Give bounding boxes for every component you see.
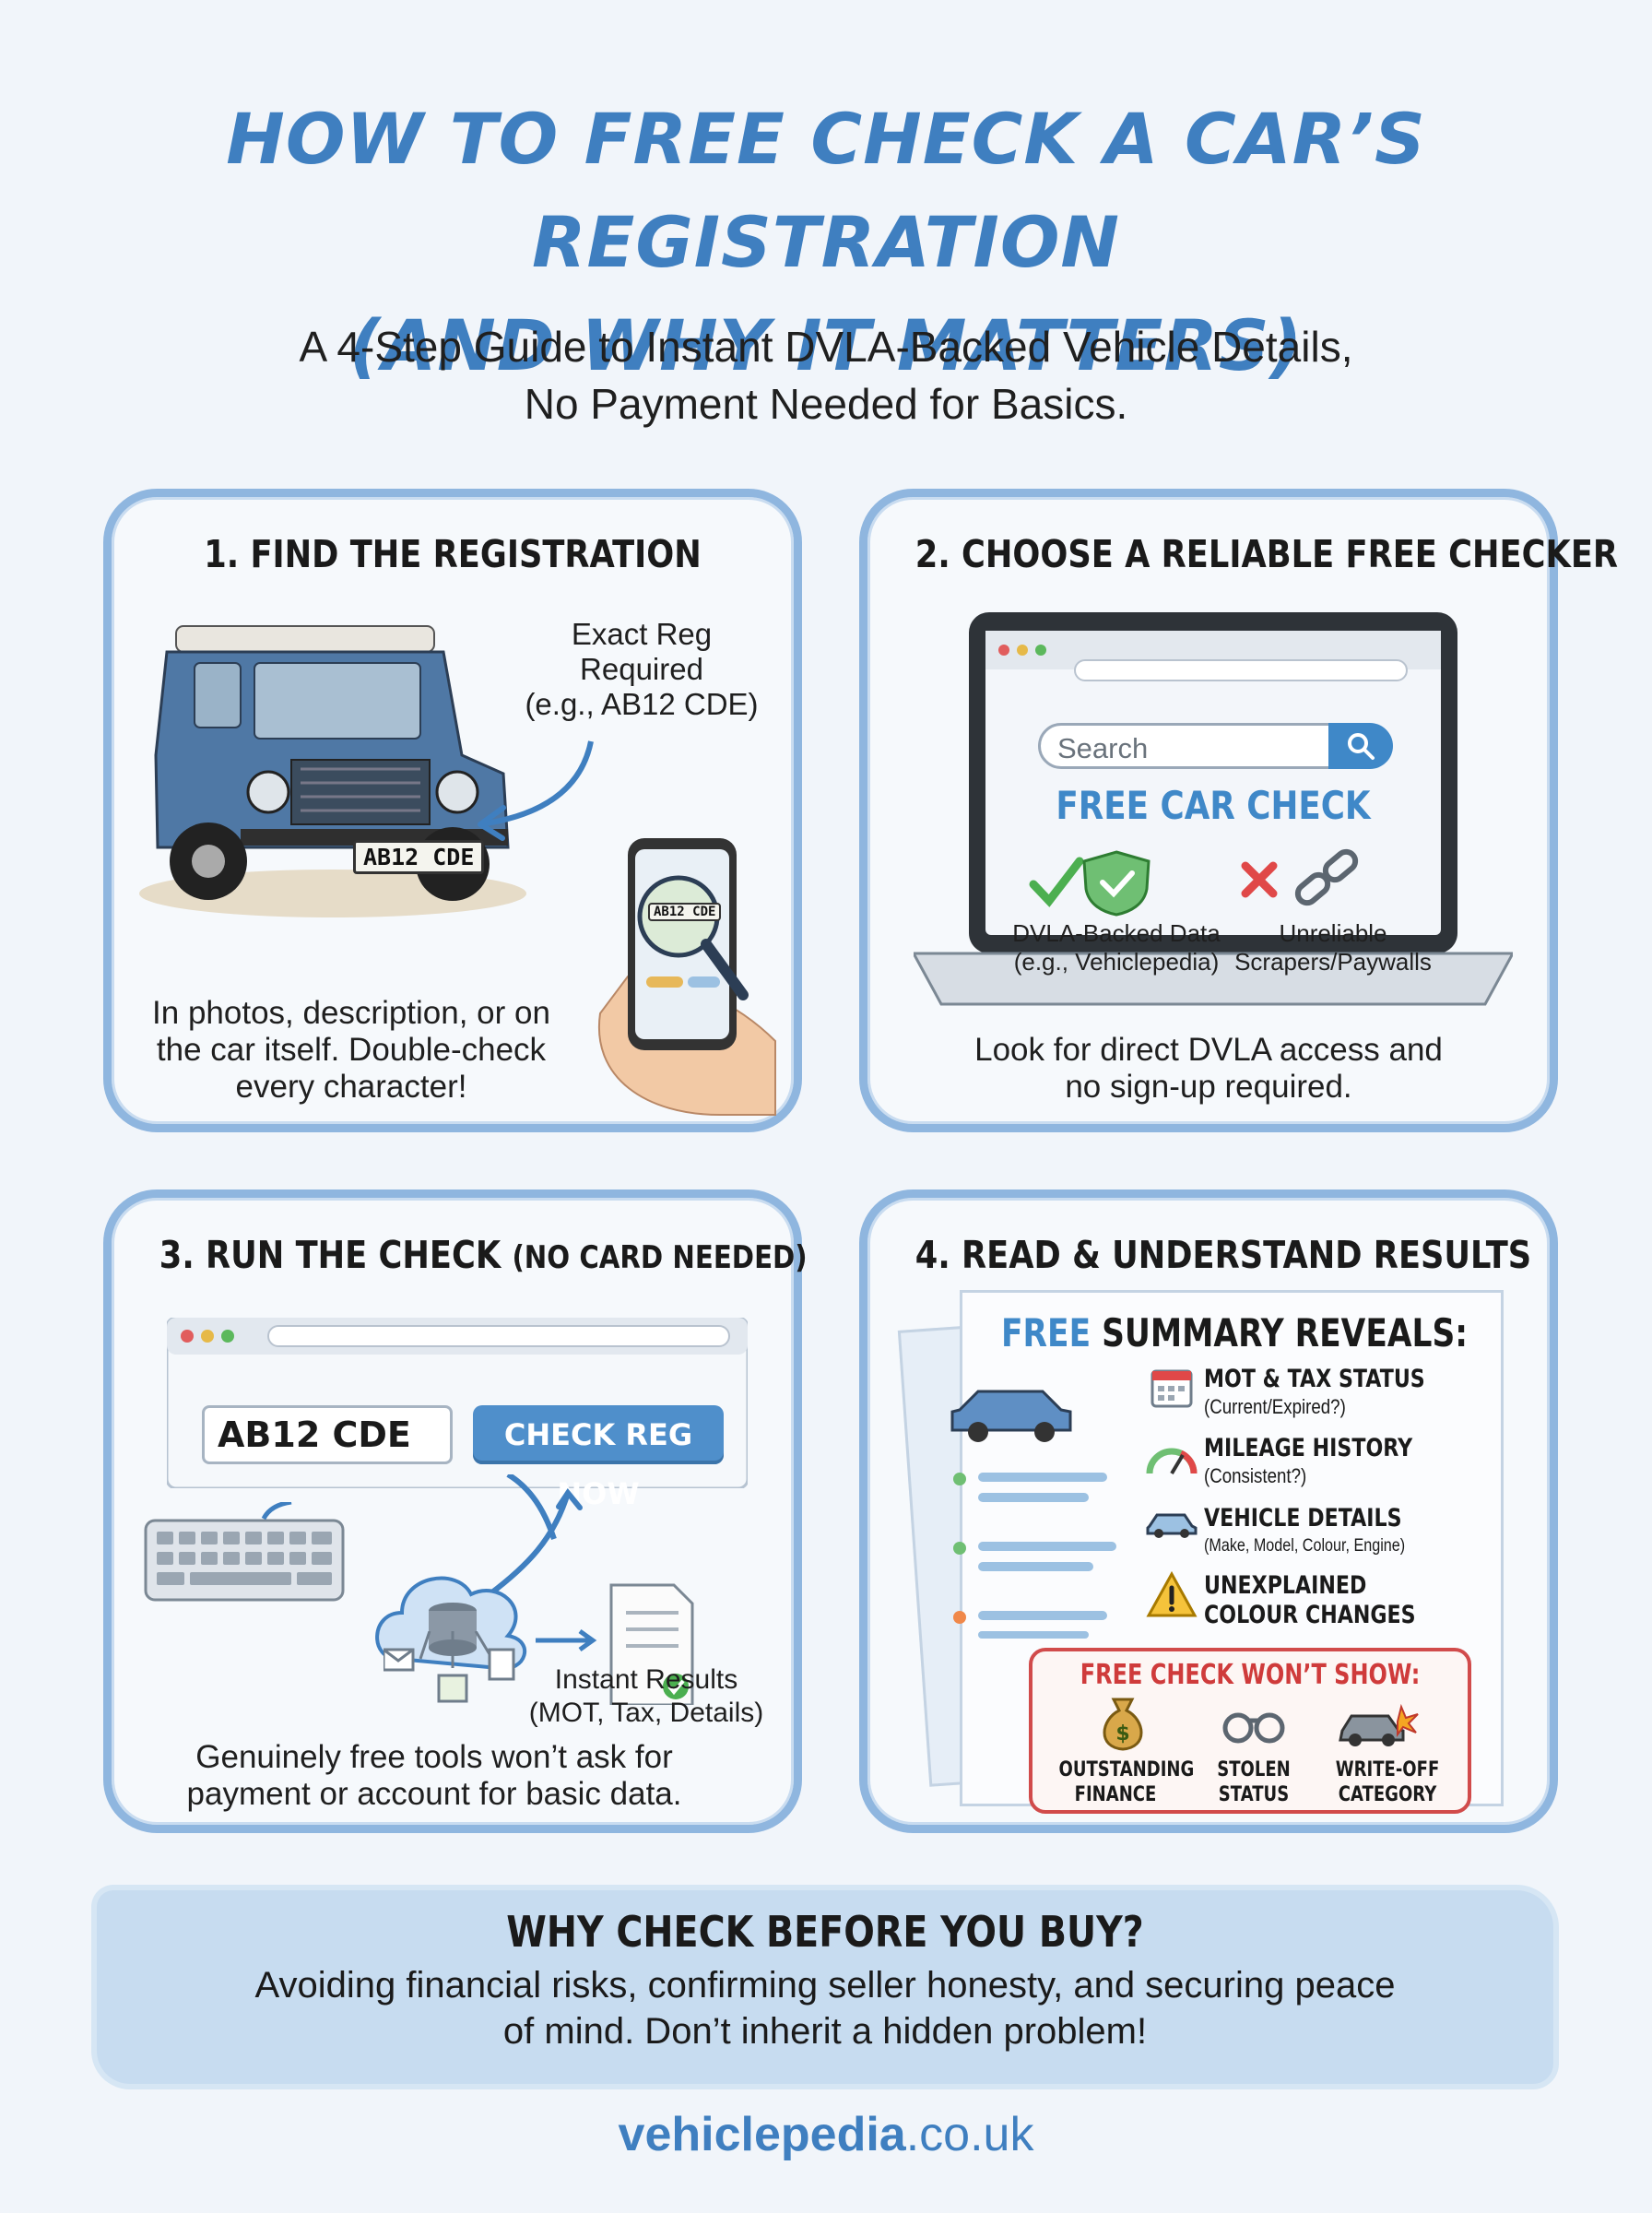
good-line-1: DVLA-Backed Data [1012, 919, 1221, 947]
warning-icon [1146, 1571, 1198, 1617]
wont-finance: OUTSTANDING FINANCE [1058, 1757, 1195, 1807]
step-2-title: 2. CHOOSE A RELIABLE FREE CHECKER [914, 532, 1619, 576]
step-3-title: 3. RUN THE CHECK (NO CARD NEEDED) [159, 1233, 808, 1277]
file-types-icon [384, 1631, 515, 1703]
registration-input[interactable]: AB12 CDE [202, 1405, 453, 1464]
bad-line-2: Scrapers/Paywalls [1234, 948, 1432, 976]
note-line-3: (e.g., AB12 CDE) [525, 687, 759, 721]
caption-line-3: every character! [235, 1069, 467, 1105]
item-title-mileage: MILEAGE HISTORY [1204, 1434, 1413, 1462]
dvla-backed-label: DVLA-Backed Data (e.g., Vehiclepedia) [997, 919, 1236, 976]
svg-text:$: $ [1115, 1722, 1129, 1746]
calendar-icon [1150, 1369, 1193, 1408]
note-line-1: Exact Reg [571, 617, 713, 651]
good-line-2: (e.g., Vehiclepedia) [1013, 948, 1220, 976]
why-check-banner: WHY CHECK BEFORE YOU BUY? Avoiding finan… [97, 1890, 1553, 2084]
money-bag-icon: $ [1103, 1698, 1143, 1751]
step-4-title: 4. READ & UNDERSTAND RESULTS [914, 1233, 1532, 1277]
car-icon [1146, 1513, 1198, 1538]
phone-magnifier-illustration [597, 838, 776, 1116]
wont-show-box: FREE CHECK WON’T SHOW: $ OUTSTANDING FIN… [1029, 1648, 1471, 1814]
step-2-caption: Look for direct DVLA access and no sign-… [923, 1032, 1494, 1106]
finance-line-2: FINANCE [1074, 1783, 1157, 1806]
summary-free: FREE [1001, 1310, 1092, 1355]
summary-lines-illustration [950, 1390, 1116, 1639]
step-3-title-main: 3. RUN THE CHECK [159, 1233, 513, 1277]
write-off-line-2: CATEGORY [1338, 1783, 1437, 1806]
caption-line-2: payment or account for basic data. [186, 1776, 682, 1812]
caption-line-2: no sign-up required. [1065, 1069, 1352, 1105]
banner-title: WHY CHECK BEFORE YOU BUY? [506, 1907, 1144, 1957]
pointer-arrow-icon [478, 740, 594, 841]
wont-show-title: FREE CHECK WON’T SHOW: [1080, 1659, 1421, 1691]
step-2-panel: 2. CHOOSE A RELIABLE FREE CHECKER Search… [859, 489, 1619, 1132]
subtitle-line-1: A 4-Step Guide to Instant DVLA-Backed Ve… [299, 323, 1353, 371]
banner-line-1: Avoiding financial risks, confirming sel… [254, 1965, 1396, 2006]
keyboard-icon [144, 1502, 345, 1602]
note-line-2: Required [580, 652, 703, 686]
search-icon [1348, 733, 1375, 760]
unreliable-label: Unreliable Scrapers/Paywalls [1227, 919, 1439, 976]
check-reg-now-button[interactable]: CHECK REG NOW [473, 1405, 724, 1511]
step-3-title-small: (NO CARD NEEDED) [512, 1239, 808, 1276]
caption-line-1: Genuinely free tools won’t ask for [195, 1739, 673, 1775]
stolen-line-1: STOLEN [1217, 1758, 1291, 1781]
item-sub-mileage: (Consistent?) [1204, 1464, 1307, 1487]
gauge-icon [1146, 1448, 1198, 1475]
land-rover-illustration [139, 625, 526, 917]
bad-line-1: Unreliable [1279, 919, 1387, 947]
stolen-line-2: STATUS [1218, 1783, 1290, 1806]
instant-results-label: Instant Results (MOT, Tax, Details) [517, 1663, 775, 1730]
wont-write-off: WRITE-OFF CATEGORY [1331, 1757, 1445, 1807]
handcuffs-icon [1222, 1712, 1285, 1744]
footer-link[interactable]: vehiclepedia.co.uk [0, 2107, 1652, 2162]
item-title-details: VEHICLE DETAILS [1204, 1504, 1402, 1533]
item-sub-mot: (Current/Expired?) [1204, 1395, 1346, 1418]
free-car-check-heading: FREE CAR CHECK [1056, 783, 1371, 828]
banner-line-2: of mind. Don’t inherit a hidden problem! [502, 2011, 1148, 2052]
summary-heading: FREE SUMMARY REVEALS: [1001, 1310, 1468, 1355]
finance-line-1: OUTSTANDING [1058, 1758, 1195, 1781]
phone-plate: AB12 CDE [648, 903, 722, 921]
step-4-panel: 4. READ & UNDERSTAND RESULTS FREE SUMMAR… [859, 1189, 1558, 1833]
wont-stolen: STOLEN STATUS [1201, 1757, 1307, 1807]
step-1-panel: 1. FIND THE REGISTRATION AB12 CDE Exact … [103, 489, 802, 1132]
step-3-panel: 3. RUN THE CHECK (NO CARD NEEDED) AB12 C… [103, 1189, 808, 1833]
step-1-title: 1. FIND THE REGISTRATION [204, 532, 702, 576]
page-title: HOW TO FREE CHECK A CAR’S REGISTRATION (… [0, 88, 1652, 397]
summary-rest: SUMMARY REVEALS: [1091, 1310, 1469, 1355]
crashed-car-icon [1339, 1703, 1419, 1746]
caption-line-2: the car itself. Double-check [156, 1032, 547, 1068]
cloud-database-icon [375, 1474, 694, 1705]
item-sub-details: (Make, Model, Colour, Engine) [1204, 1536, 1406, 1556]
caption-line-1: Look for direct DVLA access and [974, 1032, 1443, 1068]
write-off-line-1: WRITE-OFF [1335, 1758, 1440, 1781]
page-subtitle: A 4-Step Guide to Instant DVLA-Backed Ve… [0, 318, 1652, 432]
results-line-1: Instant Results [554, 1664, 738, 1695]
number-plate: AB12 CDE [353, 840, 485, 874]
banner-body: Avoiding financial risks, confirming sel… [171, 1962, 1480, 2054]
step-3-caption: Genuinely free tools won’t ask for payme… [148, 1739, 720, 1813]
check-shield-icon [1029, 850, 1150, 917]
search-button[interactable] [1328, 723, 1393, 769]
broken-link-icon [1241, 848, 1359, 906]
exact-reg-note: Exact Reg Required (e.g., AB12 CDE) [517, 617, 766, 722]
title-line-1: HOW TO FREE CHECK A CAR’S REGISTRATION [226, 98, 1426, 283]
item-sub-colour: COLOUR CHANGES [1204, 1601, 1416, 1629]
footer-brand: vehiclepedia [618, 2108, 906, 2161]
item-title-mot: MOT & TAX STATUS [1204, 1365, 1425, 1393]
item-title-colour: UNEXPLAINED [1204, 1571, 1367, 1600]
title-line-2: (AND WHY IT MATTERS) [348, 304, 1304, 386]
step-1-caption: In photos, description, or on the car it… [139, 995, 563, 1106]
subtitle-line-2: No Payment Needed for Basics. [524, 380, 1128, 428]
footer-domain: .co.uk [905, 2108, 1034, 2161]
results-line-2: (MOT, Tax, Details) [528, 1698, 764, 1728]
caption-line-1: In photos, description, or on [152, 995, 550, 1031]
